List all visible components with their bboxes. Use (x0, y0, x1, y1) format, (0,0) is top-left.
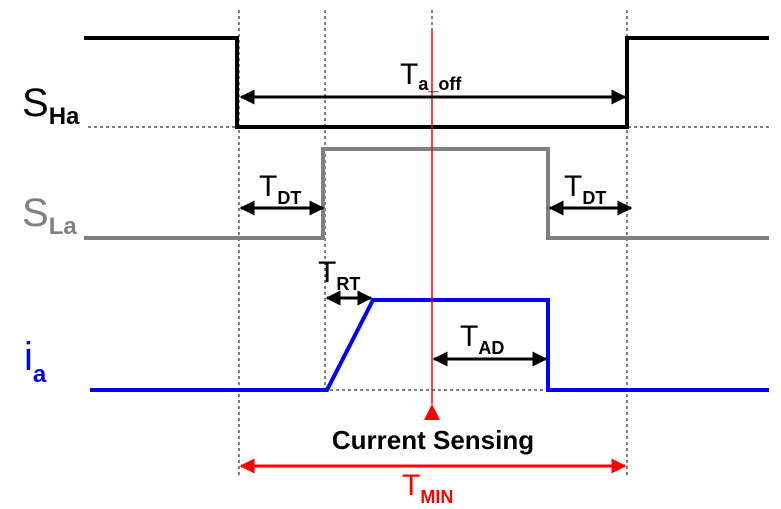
t-ad-label: TAD (460, 320, 504, 358)
current-sensing-label: Current Sensing (332, 425, 534, 455)
sla-waveform (84, 147, 769, 240)
ia-label: ia (24, 335, 47, 388)
t-dt-right-label: TDT (564, 170, 606, 208)
t-min-label: TMIN (402, 469, 453, 507)
sensing-marker-icon (424, 404, 440, 420)
ia-waveform (90, 298, 769, 392)
t-a-off-label: Ta_off (400, 58, 462, 94)
t-dt-left-label: TDT (259, 170, 301, 208)
sha-label: SHa (22, 81, 80, 130)
sla-label: SLa (22, 191, 77, 240)
reference-lines (88, 126, 770, 391)
t-rt-label: TRT (318, 256, 360, 294)
